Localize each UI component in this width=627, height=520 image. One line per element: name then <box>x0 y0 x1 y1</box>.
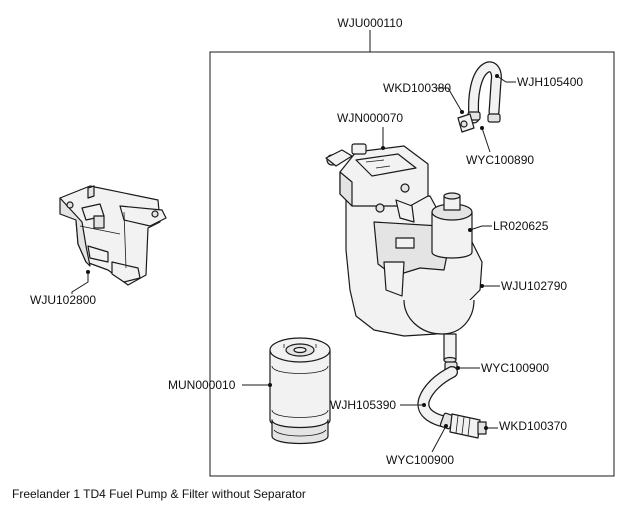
bracket-leader <box>71 272 89 294</box>
fuel-filter[interactable] <box>269 337 331 445</box>
lower-connector[interactable] <box>449 413 487 439</box>
label-mun000010[interactable]: MUN000010 <box>168 378 236 392</box>
label-wkd100380[interactable]: WKD100380 <box>383 81 451 95</box>
diagram-caption: Freelander 1 TD4 Fuel Pump & Filter with… <box>12 487 306 501</box>
label-wju102800[interactable]: WJU102800 <box>30 293 96 307</box>
connector-top-leader <box>436 87 463 113</box>
label-wyc100900-upper[interactable]: WYC100900 <box>481 361 549 375</box>
upper-hose[interactable] <box>467 61 502 124</box>
label-wju102790[interactable]: WJU102790 <box>501 279 567 293</box>
label-lr020625[interactable]: LR020625 <box>493 219 549 233</box>
pump-cover[interactable] <box>325 143 429 223</box>
upper-connector[interactable] <box>457 113 475 133</box>
label-wyc100890[interactable]: WYC100890 <box>466 153 534 167</box>
label-wyc100900-lower[interactable]: WYC100900 <box>386 453 454 467</box>
assembly-frame <box>209 51 615 477</box>
pressure-unit[interactable] <box>431 192 473 259</box>
label-wjh105400[interactable]: WJH105400 <box>517 75 583 89</box>
label-wjh105390[interactable]: WJH105390 <box>330 398 396 412</box>
pressure-unit-leader <box>469 225 492 231</box>
lower-hose[interactable] <box>417 366 458 428</box>
label-wkd100370[interactable]: WKD100370 <box>499 419 567 433</box>
label-wju000110[interactable]: WJU000110 <box>337 16 402 30</box>
clip-top-leader <box>481 127 491 153</box>
label-wjn000070[interactable]: WJN000070 <box>337 111 403 125</box>
clip-bottom-leader <box>431 425 447 453</box>
hose-top-leader <box>496 75 516 83</box>
mounting-bracket[interactable] <box>59 185 167 286</box>
